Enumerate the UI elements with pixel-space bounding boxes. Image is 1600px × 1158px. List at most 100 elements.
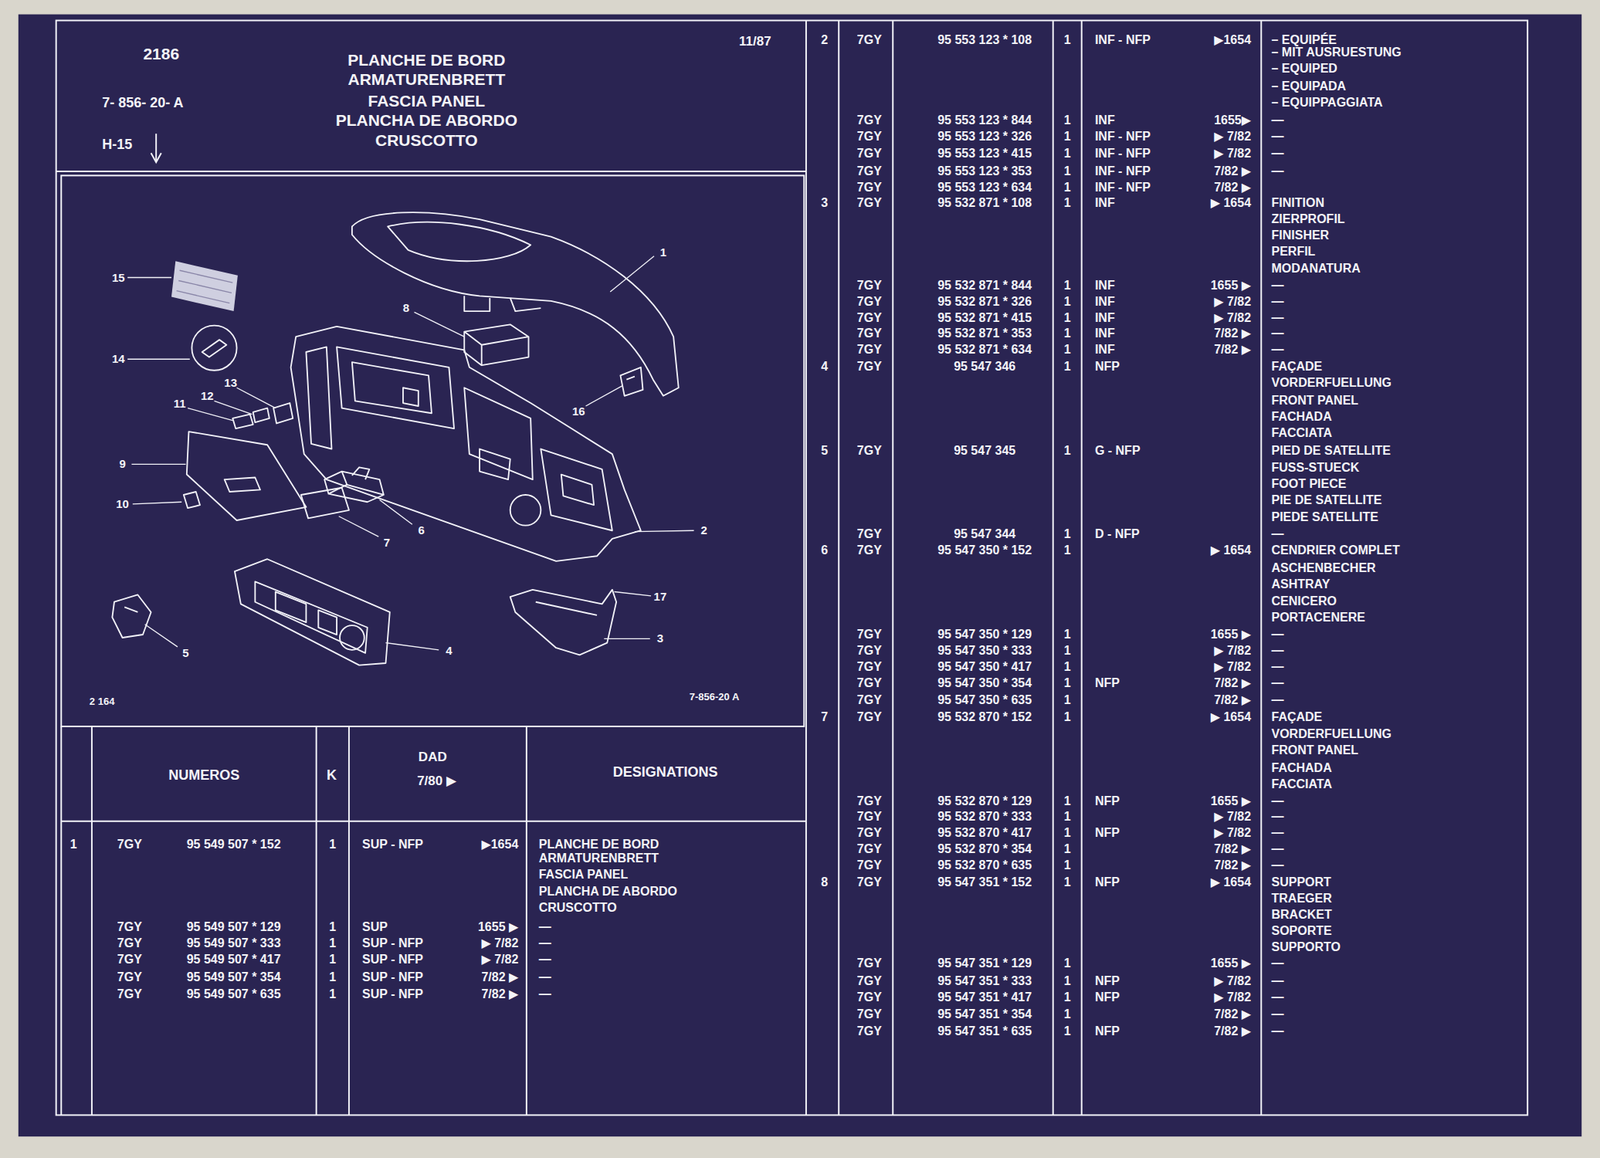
- model-code: 7GY: [117, 988, 143, 1002]
- page-number: 2186: [142, 45, 180, 63]
- designation: —: [1271, 165, 1285, 179]
- designation: PLANCHE DE BORD: [538, 838, 660, 852]
- designation: ZIERPROFIL: [1271, 213, 1346, 227]
- application: SUP - NFP: [362, 971, 424, 985]
- model-code: 7GY: [117, 838, 143, 852]
- line-art: [610, 256, 655, 292]
- date-range: ▶ 1654: [1210, 876, 1251, 890]
- application: INF - NFP: [1094, 130, 1151, 144]
- model-code: 7GY: [117, 921, 143, 935]
- line-art: [634, 530, 695, 532]
- drawing-number: 2 164: [89, 696, 116, 708]
- line-art: [352, 212, 679, 397]
- date-range: 7/82 ▶: [1213, 343, 1251, 357]
- designation: —: [1271, 827, 1285, 841]
- date-range: 7/82 ▶: [1213, 181, 1251, 195]
- designation: —: [1271, 859, 1285, 873]
- designation: – MIT AUSRUESTUNG: [1271, 46, 1402, 60]
- callout-number: 9: [118, 457, 126, 471]
- item-index: 3: [820, 196, 828, 211]
- line-art: [151, 152, 162, 163]
- date-range: ▶ 7/82: [1213, 827, 1251, 841]
- callout-number: 3: [657, 632, 664, 645]
- quantity: 1: [1064, 196, 1072, 211]
- part-number: 95 547 350 * 417: [937, 661, 1032, 675]
- model-code: 7GY: [857, 711, 882, 725]
- part-number: 95 547 351 * 152: [937, 876, 1032, 890]
- date-range: ▶ 7/82: [1213, 810, 1251, 824]
- line-art: [403, 387, 594, 506]
- model-code: 7GY: [857, 991, 882, 1005]
- date-range: 7/82 ▶: [481, 988, 519, 1002]
- designation: PIEDE SATELLITE: [1271, 511, 1379, 525]
- application: NFP: [1094, 876, 1120, 890]
- model-code: 7GY: [857, 311, 882, 326]
- line-art: [338, 516, 380, 537]
- date-range: 7/82 ▶: [1213, 327, 1251, 341]
- item-index: 2: [820, 33, 828, 48]
- callout-number: 17: [654, 590, 668, 604]
- callout-number: 2: [701, 524, 708, 537]
- column-header: NUMEROS: [168, 768, 240, 784]
- model-code: 7GY: [857, 33, 882, 48]
- designation: —: [1271, 1008, 1285, 1022]
- date-range: ▶1654: [1213, 33, 1251, 48]
- line-art: [305, 346, 332, 449]
- date-range: 1655▶: [1213, 114, 1251, 128]
- part-number: 95 553 123 * 634: [937, 181, 1032, 195]
- model-code: 7GY: [857, 810, 882, 824]
- model-code: 7GY: [857, 544, 882, 558]
- designation: —: [1271, 327, 1285, 341]
- model-code: 7GY: [857, 1025, 882, 1039]
- model-code: 7GY: [857, 827, 882, 841]
- designation: —: [1271, 311, 1285, 326]
- designation: —: [1271, 114, 1285, 128]
- designation: —: [1271, 1025, 1285, 1039]
- quantity: 1: [1064, 859, 1072, 873]
- date-range: 7/82 ▶: [481, 971, 519, 985]
- application: NFP: [1094, 975, 1120, 989]
- quantity: 1: [1064, 661, 1072, 675]
- designation: —: [1271, 130, 1285, 144]
- quantity: 1: [1064, 957, 1072, 971]
- page-title: FASCIA PANEL: [368, 92, 486, 110]
- part-number: 95 547 351 * 635: [937, 1025, 1032, 1039]
- application: INF: [1094, 327, 1116, 341]
- quantity: 1: [328, 838, 336, 852]
- line-art: [838, 20, 1262, 1116]
- date-range: ▶ 1654: [1210, 196, 1251, 211]
- date-range: 1655 ▶: [1210, 795, 1251, 809]
- line-art: [145, 624, 178, 648]
- callout-number: 6: [418, 524, 425, 537]
- designation: VORDERFUELLUNG: [1271, 728, 1393, 742]
- quantity: 1: [328, 988, 336, 1002]
- part-number: 95 532 870 * 333: [937, 810, 1032, 824]
- part-number: 95 553 123 * 415: [937, 147, 1032, 161]
- designation: PIE DE SATELLITE: [1271, 494, 1383, 508]
- column-header: DAD: [418, 750, 448, 765]
- line-art: [234, 559, 390, 665]
- designation: —: [1271, 991, 1285, 1005]
- designation: ASCHENBECHER: [1271, 562, 1377, 576]
- line-art: [127, 277, 172, 278]
- application: INF: [1094, 196, 1116, 211]
- quantity: 1: [1064, 327, 1072, 341]
- application: NFP: [1094, 795, 1120, 809]
- callout-number: 7: [383, 536, 390, 550]
- line-art: [464, 387, 613, 531]
- model-code: 7GY: [857, 661, 882, 675]
- line-art: [464, 295, 541, 312]
- application: SUP: [362, 921, 388, 935]
- part-number: 95 547 346: [953, 360, 1016, 374]
- application: INF - NFP: [1094, 165, 1151, 179]
- down-arrow: [151, 133, 162, 163]
- model-code: 7GY: [857, 528, 882, 542]
- date-range: 7/82 ▶: [1213, 165, 1251, 179]
- designation: – EQUIPPAGGIATA: [1271, 96, 1384, 110]
- designation: CENDRIER COMPLET: [1271, 544, 1400, 558]
- application: SUP - NFP: [362, 953, 424, 967]
- quantity: 1: [1064, 876, 1072, 890]
- model-code: 7GY: [857, 444, 882, 458]
- drawing-reference: 7-856-20 A: [689, 691, 740, 703]
- item-index: 6: [820, 544, 828, 558]
